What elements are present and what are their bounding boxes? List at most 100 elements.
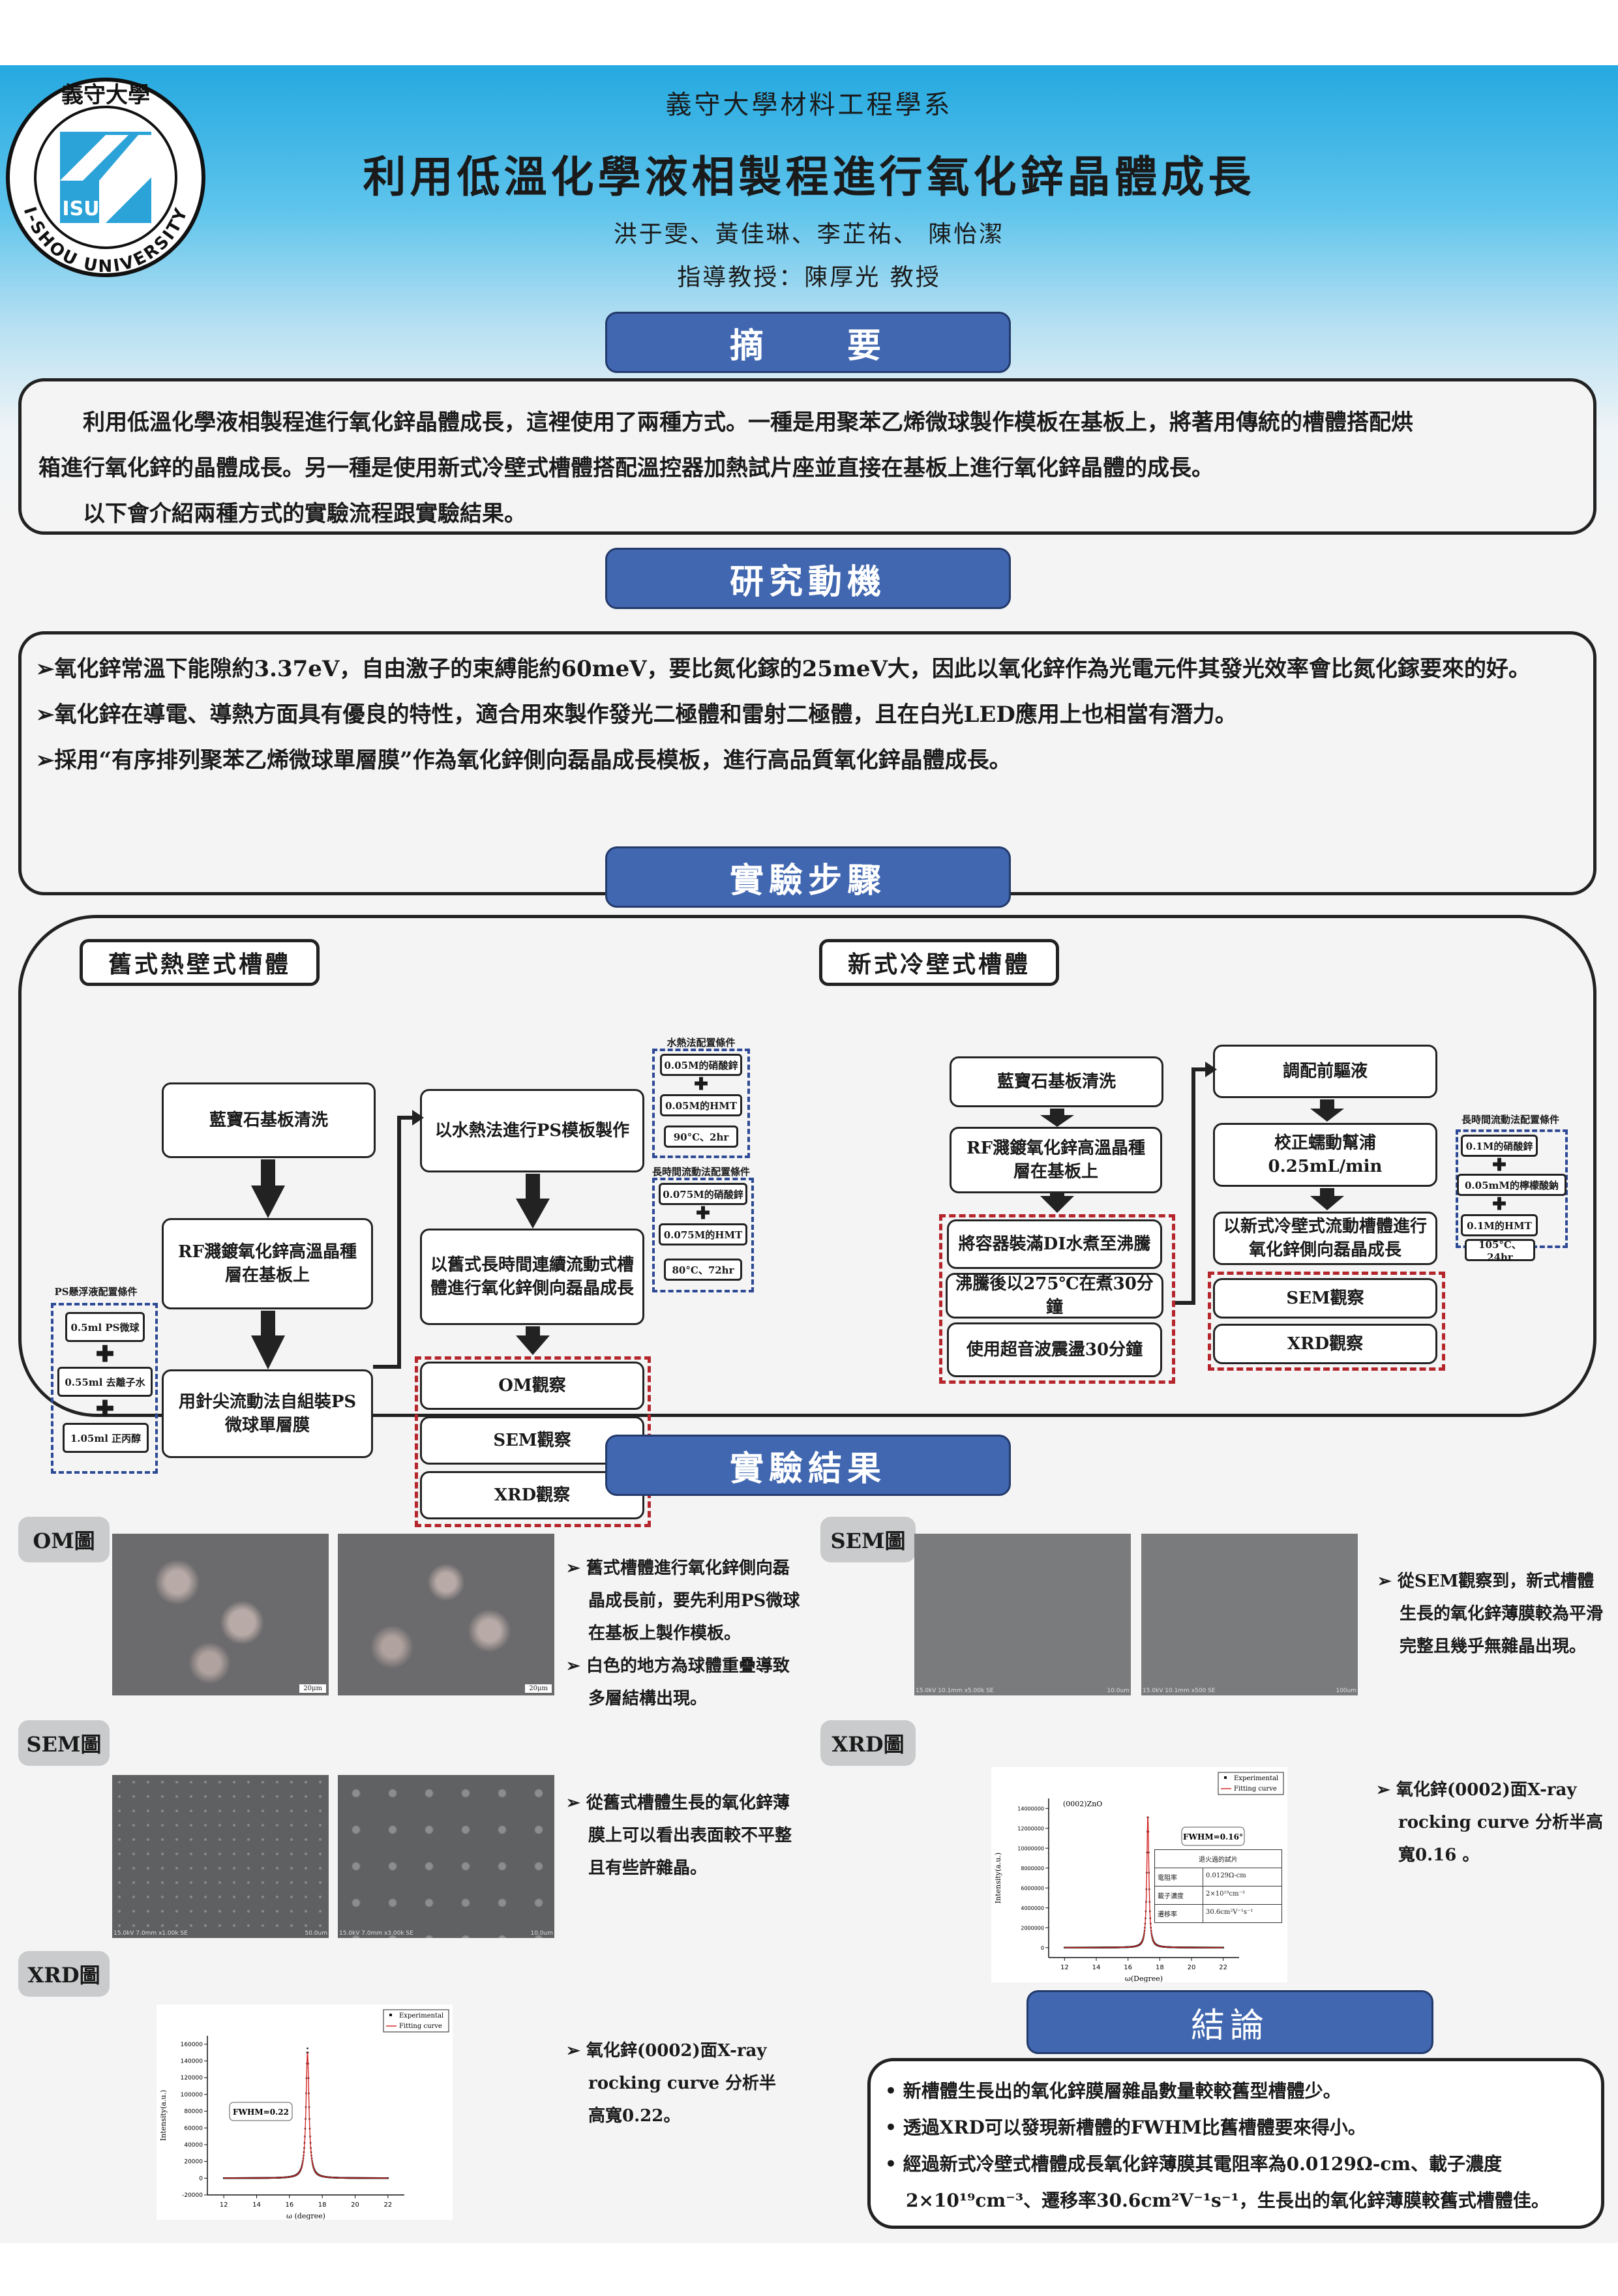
flow-step: 藍寶石基板清洗 — [950, 1056, 1163, 1107]
y-tick-label: 0 — [199, 2175, 203, 2182]
flow-step: RF濺鍍氧化鋅高溫晶種層在基板上 — [162, 1218, 373, 1309]
y-axis-label: Intensity(a.u.) — [159, 2090, 168, 2141]
university-logo: ISU 義守大學 I-SHOU UNIVERSITY — [6, 78, 205, 277]
sem-scale: 10.0um — [530, 1930, 553, 1937]
condition-item: 0.1M的硝酸鋅 — [1461, 1135, 1538, 1157]
legend-box — [1218, 1772, 1284, 1795]
bullet-icon: • — [885, 2117, 897, 2138]
condition-item: 1.05ml 正丙醇 — [63, 1423, 149, 1453]
note-item: ➢ 舊式槽體進行氧化鋅側向磊晶成長前，要先利用PS微球在基板上製作模板。 — [566, 1552, 801, 1650]
legend-box — [383, 2009, 449, 2033]
hydro-conditions-label: 水熱法配置條件 — [667, 1037, 736, 1049]
y-tick-label: 100000 — [181, 2092, 203, 2098]
svg-text:ISU: ISU — [62, 198, 99, 220]
x-tick-label: 22 — [1219, 1964, 1227, 1971]
section-header-results: 實驗結果 — [605, 1435, 1011, 1496]
table-cell: 2×10¹⁹cm⁻³ — [1206, 1890, 1245, 1898]
motivation-text: 氧化鋅在導電、導熱方面具有優良的特性，適合用來製作發光二極體和雷射二極體，且在白… — [54, 702, 1237, 728]
abstract-paragraph: 箱進行氧化鋅的晶體成長。另一種是使用新式冷壁式槽體搭配溫控器加熱試片座並直接在基… — [38, 455, 1214, 481]
conclusion-item: • 經過新式冷壁式槽體成長氧化鋅薄膜其電阻率為0.0129Ω-cm、載子濃度2×… — [885, 2146, 1587, 2219]
sem-caption: 15.0kV 10.1mm x500 SE — [1143, 1688, 1216, 1694]
sem-caption: 15.0kV 7.0mm x1.00k SE — [113, 1930, 188, 1937]
observation-step: SEM觀察 — [1213, 1278, 1437, 1319]
flow-step: 用針尖流動法自組裝PS微球單層膜 — [162, 1369, 373, 1458]
motivation-box: ➢氧化鋅常溫下能隙約3.37eV，自由激子的束縛能約60meV，要比氮化鎵的25… — [18, 631, 1596, 895]
conclusion-item: • 透過XRD可以發現新槽體的FWHM比舊槽體要來得小。 — [885, 2110, 1587, 2146]
sem-scale: 50.0um — [305, 1930, 327, 1937]
flow-step: RF濺鍍氧化鋅高溫晶種層在基板上 — [950, 1127, 1162, 1193]
sem-image-old-1: 15.0kV 7.0mm x1.00k SE 50.0um — [112, 1775, 329, 1938]
arrow-bullet-icon: ➢ — [566, 2041, 580, 2061]
department-name: 義守大學材料工程學系 — [665, 90, 953, 120]
y-tick-label: 60000 — [184, 2125, 203, 2132]
conclusion-box: • 新槽體生長出的氧化鋅膜層雜晶數量較較舊型槽體少。 • 透過XRD可以發現新槽… — [867, 2058, 1604, 2229]
y-tick-label: 140000 — [181, 2059, 203, 2065]
fwhm-label: FWHM=0.16° — [1183, 1832, 1243, 1841]
condition-item: 0.05mM的檸檬酸鈉 — [1457, 1174, 1566, 1196]
y-tick-label: 0 — [1041, 1945, 1044, 1951]
conclusion-item: • 新槽體生長出的氧化鋅膜層雜晶數量較較舊型槽體少。 — [885, 2073, 1587, 2110]
flow-conditions-label: 長時間流動法配置條件 — [652, 1166, 750, 1178]
motivation-item: ➢氧化鋅在導電、導熱方面具有優良的特性，適合用來製作發光二極體和雷射二極體，且在… — [36, 692, 1579, 738]
authors: 洪于雯、黃佳琳、李芷祐、 陳怡潔 — [613, 221, 1005, 248]
old-sem-notes: ➢ 從舊式槽體生長的氧化鋅薄膜上可以看出表面較不平整且有些許雜晶。 — [566, 1787, 792, 1885]
y-tick-label: 6000000 — [1021, 1885, 1044, 1891]
plus-icon: ✚ — [95, 1396, 115, 1422]
x-tick-label: 16 — [285, 2201, 293, 2209]
legend-label: Experimental — [399, 2012, 443, 2020]
fwhm-annotation: FWHM=0.16° — [1181, 1826, 1245, 1846]
new-flow-conditions-label: 長時間流動法配置條件 — [1461, 1114, 1559, 1126]
x-tick-label: 16 — [1124, 1964, 1132, 1971]
sem-scale: 10.0um — [1107, 1688, 1130, 1694]
y-tick-label: 8000000 — [1021, 1866, 1044, 1871]
table-cell: 載子濃度 — [1155, 1886, 1203, 1904]
arrow-bullet-icon: ➢ — [566, 1656, 580, 1676]
prep-step: 將容器裝滿DI水煮至沸騰 — [947, 1219, 1162, 1269]
y-tick-label: 10000000 — [1017, 1845, 1044, 1851]
condition-item: 0.55ml 去離子水 — [57, 1367, 153, 1397]
poster: ISU 義守大學 I-SHOU UNIVERSITY 義守大學材料工程學系 利用… — [0, 65, 1618, 2243]
section-header-procedure: 實驗步驟 — [605, 846, 1011, 908]
note-item: ➢ 從SEM觀察到，新式槽體生長的氧化鋅薄膜較為平滑完整且幾乎無雜晶出現。 — [1377, 1565, 1606, 1663]
om-image-2: 20μm — [338, 1534, 554, 1695]
new-prep-group — [939, 1214, 1175, 1384]
condition-item: 0.5ml PS微球 — [65, 1312, 145, 1342]
flow-step: 以新式冷壁式流動槽體進行氧化鋅側向磊晶成長 — [1213, 1212, 1437, 1265]
section-header-motivation: 研究動機 — [605, 548, 1011, 609]
ps-conditions-label: PS懸浮液配置條件 — [54, 1286, 138, 1298]
fitting-curve — [224, 2052, 388, 2179]
table-cell: 電阻率 — [1155, 1868, 1203, 1886]
plus-icon: ✚ — [694, 1075, 708, 1094]
y-tick-label: 80000 — [184, 2109, 203, 2115]
note-text: 白色的地方為球體重疊導致多層結構出現。 — [586, 1656, 790, 1708]
svg-text:義守大學: 義守大學 — [61, 82, 150, 108]
flow-step: 以水熱法進行PS模板製作 — [420, 1089, 644, 1172]
fitting-curve — [1064, 1816, 1223, 1948]
bullet-icon: • — [885, 2080, 897, 2102]
new-xrd-notes: ➢ 氧化鋅(0002)面X-ray rocking curve 分析半高寬0.1… — [1376, 1774, 1611, 1871]
conclusion-text: 經過新式冷壁式槽體成長氧化鋅薄膜其電阻率為0.0129Ω-cm、載子濃度2×10… — [903, 2153, 1550, 2211]
tag-old-xrd: XRD圖 — [18, 1951, 110, 1997]
new-system-title: 新式冷壁式槽體 — [819, 939, 1059, 986]
sem-caption: 15.0kV 10.1mm x5.00k SE — [916, 1688, 994, 1694]
advisor: 指導教授：陳厚光 教授 — [677, 264, 941, 291]
experimental-point — [387, 2177, 389, 2179]
tag-old-sem: SEM圖 — [18, 1720, 110, 1766]
y-tick-label: 160000 — [181, 2042, 203, 2048]
table-title: 退火過的試片 — [1155, 1850, 1281, 1868]
y-tick-label: 120000 — [181, 2075, 203, 2081]
condition-item: 90°C、2hr — [664, 1126, 738, 1148]
hydro-conditions-group — [652, 1049, 750, 1158]
legend-label: Fitting curve — [399, 2023, 442, 2030]
section-header-abstract: 摘 要 — [605, 312, 1011, 373]
condition-item: 0.1M的HMT — [1461, 1214, 1538, 1236]
sem-image-old-2: 15.0kV 7.0mm x3.00k SE 10.0um — [338, 1775, 554, 1938]
conclusion-text: 新槽體生長出的氧化鋅膜層雜晶數量較較舊型槽體少。 — [903, 2080, 1341, 2102]
fwhm-box — [229, 2102, 293, 2121]
x-tick-label: 20 — [1188, 1964, 1196, 1971]
plus-icon: ✚ — [696, 1204, 710, 1223]
flow-step: 校正蠕動幫浦0.25mL/min — [1213, 1123, 1437, 1187]
y-tick-label: 14000000 — [1017, 1806, 1044, 1811]
